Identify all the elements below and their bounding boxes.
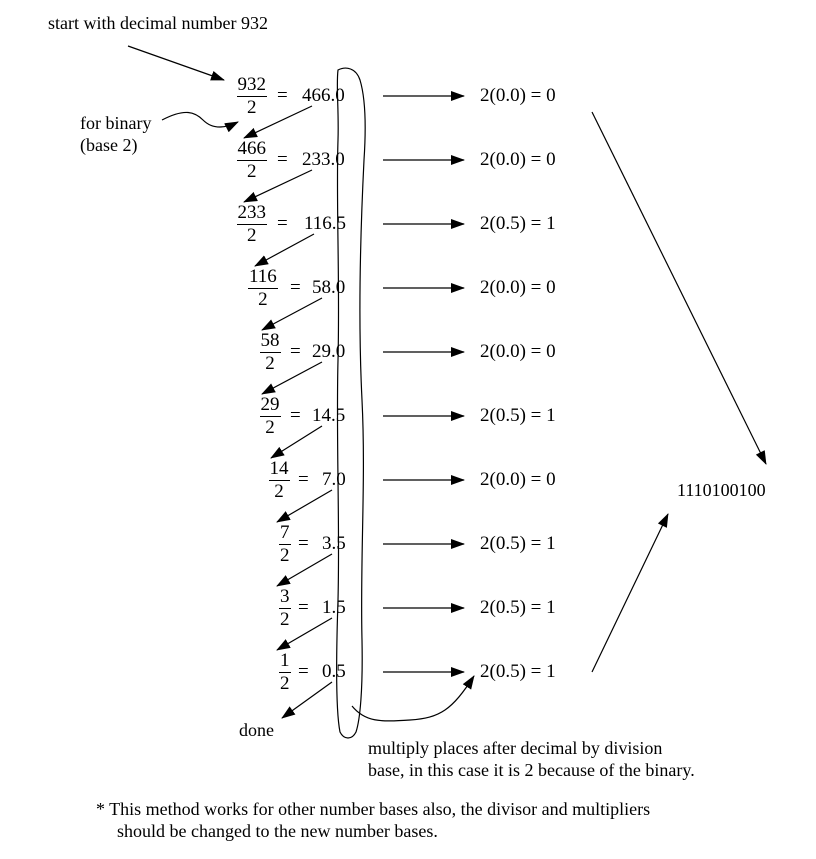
step-down-arrow [276,617,333,651]
step-denominator: 2 [265,352,275,374]
step-down-arrow [270,425,323,459]
remainder-bracket [336,67,366,739]
remainder-expression: 2(0.5) = 1 [480,597,556,618]
remainder-expression: 2(0.5) = 1 [480,405,556,426]
equals-sign: = [277,149,288,170]
equals-sign: = [290,341,301,362]
equals-sign: = [290,405,301,426]
step-denominator: 2 [258,288,268,310]
multiply-arrow [351,675,475,722]
done-label: done [239,720,274,740]
start-label: start with decimal number 932 [48,13,268,33]
step-down-arrow [243,105,313,139]
step-numerator: 29 [259,393,281,417]
remainder-expression: 2(0.5) = 1 [480,533,556,554]
remainder-expression: 2(0.5) = 1 [480,661,556,682]
footnote-line1: * This method works for other number bas… [96,799,651,819]
step-denominator: 2 [280,544,290,566]
remainder-expression: 2(0.0) = 0 [480,277,556,298]
multiply-note-line2: base, in this case it is 2 because of th… [368,760,695,780]
for-binary-arrow [161,111,239,133]
step-down-arrow [276,553,333,587]
step-denominator: 2 [247,224,257,246]
step-down-arrow [243,169,313,203]
step-denominator: 2 [280,672,290,694]
equals-sign: = [298,469,309,490]
step-numerator: 116 [248,265,278,289]
step-quotient: 1.5 [322,597,346,618]
step-numerator: 58 [259,329,281,353]
step-down-arrow [254,233,315,267]
step-numerator: 7 [279,521,291,545]
equals-sign: = [277,85,288,106]
step-quotient: 3.5 [322,533,346,554]
step-down-arrow [261,297,323,331]
step-numerator: 14 [268,457,290,481]
step-quotient: 116.5 [304,213,347,234]
equals-sign: = [277,213,288,234]
step-denominator: 2 [280,608,290,630]
result-value: 1110100100 [677,480,766,500]
equals-sign: = [290,277,301,298]
equals-sign: = [298,661,309,682]
step-denominator: 2 [247,160,257,182]
footnote-line2: should be changed to the new number base… [117,821,438,841]
step-numerator: 1 [279,649,291,673]
equals-sign: = [298,597,309,618]
step-numerator: 3 [279,585,291,609]
step-quotient: 466.0 [302,85,345,106]
equals-sign: = [298,533,309,554]
for-binary-label: for binary [80,113,152,133]
step-numerator: 466 [236,137,267,161]
step-denominator: 2 [247,96,257,118]
step-quotient: 29.0 [312,341,346,362]
remainder-expression: 2(0.0) = 0 [480,469,556,490]
multiply-note-line1: multiply places after decimal by divisio… [368,738,663,758]
step-down-arrow [281,681,333,719]
result-arrow-top [591,111,767,465]
remainder-expression: 2(0.0) = 0 [480,341,556,362]
step-quotient: 14.5 [312,405,346,426]
step-quotient: 0.5 [322,661,346,682]
step-down-arrow [261,361,323,395]
step-quotient: 58.0 [312,277,346,298]
base-label: (base 2) [80,135,138,155]
remainder-expression: 2(0.0) = 0 [480,149,556,170]
result-arrow-bottom [591,513,669,673]
step-numerator: 233 [236,201,267,225]
remainder-expression: 2(0.5) = 1 [480,213,556,234]
start-arrow [127,45,225,81]
step-quotient: 7.0 [322,469,346,490]
remainder-expression: 2(0.0) = 0 [480,85,556,106]
step-quotient: 233.0 [302,149,345,170]
step-denominator: 2 [274,480,284,502]
step-down-arrow [276,489,333,523]
step-numerator: 932 [236,73,267,97]
step-denominator: 2 [265,416,275,438]
